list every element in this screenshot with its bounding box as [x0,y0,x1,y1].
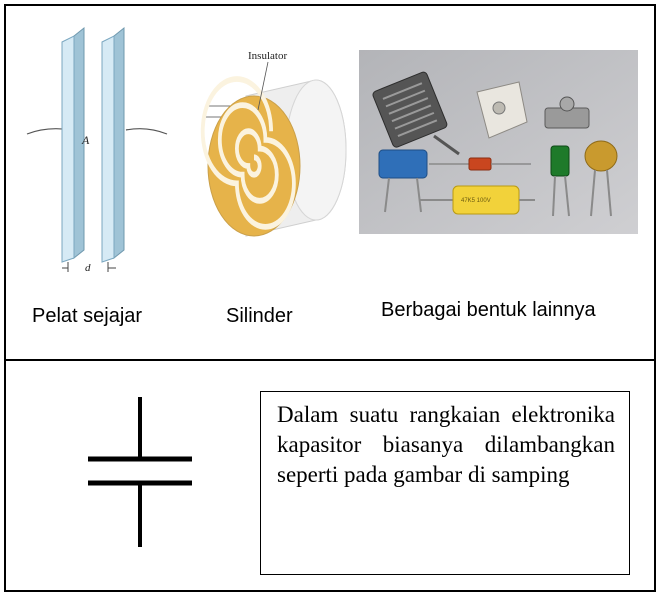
insulator-label: Insulator [248,50,287,62]
electrolytic-capacitor [550,145,570,177]
component-marking: 47K5 100V [461,198,491,204]
area-label: A [81,133,90,147]
caption-parallel-plates: Pelat sejajar [32,305,143,327]
section-divider [4,359,656,361]
cylinder-illustration: Insulator [200,50,347,237]
capacitors-photo: 47K5 100V [359,50,638,234]
caption-cylinder: Silinder [226,305,293,327]
blue-box-capacitor [378,149,428,179]
caption-other-shapes: Berbagai bentuk lainnya [381,299,596,321]
parallel-plate-illustration: A d [26,26,168,272]
capacitor-symbol-icon [88,397,192,547]
outer-frame [4,4,656,592]
ceramic-disc-capacitor [584,140,618,172]
description-text-box: Dalam suatu rangkaian elektronika kapasi… [260,391,630,575]
distance-label: d [85,262,91,272]
variable-capacitor [372,71,448,148]
description-text: Dalam suatu rangkaian elektronika kapasi… [277,402,615,487]
